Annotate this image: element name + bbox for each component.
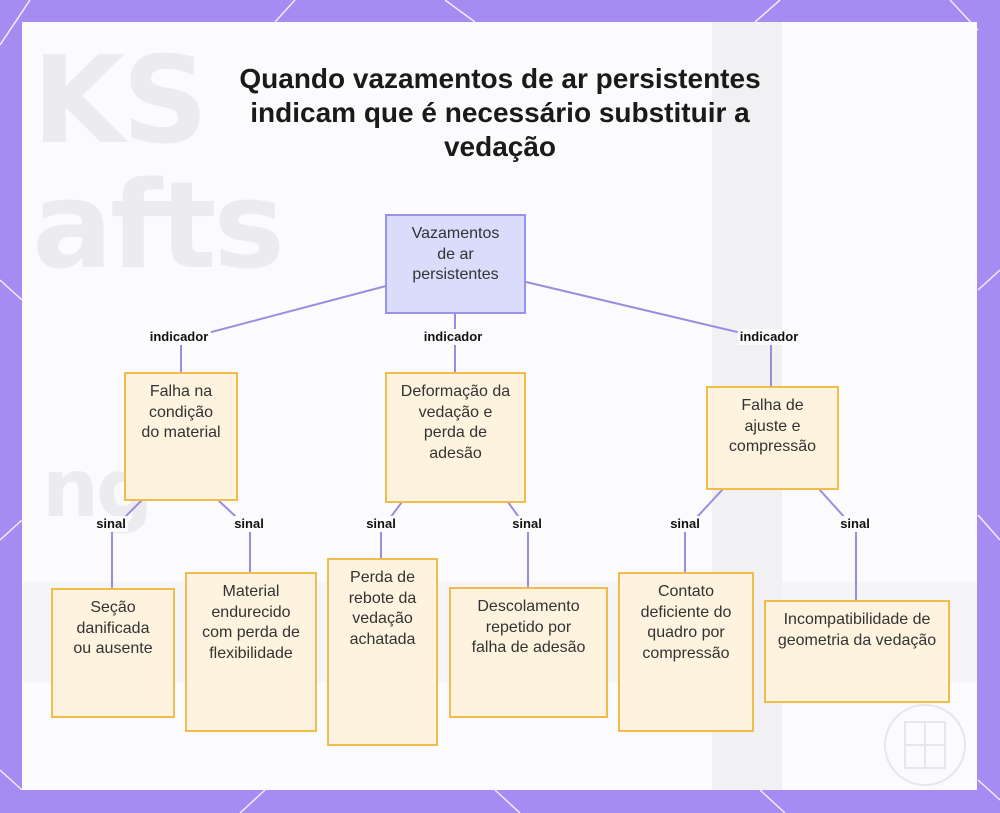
node-sign-rebound-loss: Perda de rebote da vedação achatada — [327, 558, 438, 746]
logo-watermark-icon — [884, 704, 966, 786]
edge-label-sinal-2: sinal — [232, 516, 266, 532]
node-root: Vazamentos de ar persistentes — [385, 214, 526, 314]
node-cause-deformation: Deformação da vedação e perda de adesão — [385, 372, 526, 503]
node-sign-hardened-material: Material endurecido com perda de flexibi… — [185, 572, 317, 732]
edge-cause2-sign4 — [507, 501, 529, 588]
node-cause-deformation-label: Deformação da vedação e perda de adesão — [400, 383, 511, 462]
background-watermark-text: KS — [32, 32, 208, 171]
node-cause-fit-label: Falha de ajuste e compressão — [728, 397, 817, 455]
node-cause-fit: Falha de ajuste e compressão — [706, 386, 839, 490]
edge-label-indicador-3: indicador — [737, 329, 801, 345]
node-sign-geometry-mismatch: Incompatibilidade de geometria da vedaçã… — [764, 600, 950, 703]
node-sign-geometry-mismatch-label: Incompatibilidade de geometria da vedaçã… — [777, 611, 937, 649]
node-sign-rebound-loss-label: Perda de rebote da vedação achatada — [348, 569, 417, 648]
node-cause-material: Falha na condição do material — [124, 372, 238, 501]
edge-label-sinal-3: sinal — [364, 516, 398, 532]
edge-cause3-sign6 — [818, 488, 857, 601]
node-root-label: Vazamentos de ar persistentes — [411, 225, 500, 283]
edge-root-cause1 — [180, 285, 387, 373]
background-watermark-text: afts — [32, 157, 285, 296]
edge-label-sinal-1: sinal — [94, 516, 128, 532]
edge-label-sinal-6: sinal — [838, 516, 872, 532]
node-sign-damaged-section-label: Seção danificada ou ausente — [73, 599, 153, 657]
edge-label-sinal-4: sinal — [510, 516, 544, 532]
node-sign-detachment-label: Descolamento repetido por falha de adesã… — [471, 598, 586, 656]
node-sign-poor-contact: Contato deficiente do quadro por compres… — [618, 572, 754, 732]
node-sign-poor-contact-label: Contato deficiente do quadro por compres… — [640, 583, 732, 662]
node-cause-material-label: Falha na condição do material — [141, 383, 221, 441]
edge-label-indicador-2: indicador — [421, 329, 485, 345]
edge-cause1-sign2 — [217, 499, 251, 573]
diagram-title: Quando vazamentos de ar persistentes ind… — [239, 63, 761, 162]
edge-root-cause3 — [525, 281, 772, 386]
node-sign-hardened-material-label: Material endurecido com perda de flexibi… — [202, 583, 300, 662]
edge-label-sinal-5: sinal — [668, 516, 702, 532]
edge-label-indicador-1: indicador — [147, 329, 211, 345]
node-sign-detachment: Descolamento repetido por falha de adesã… — [449, 587, 608, 718]
edge-cause1-sign1 — [111, 499, 143, 589]
node-sign-damaged-section: Seção danificada ou ausente — [51, 588, 175, 718]
